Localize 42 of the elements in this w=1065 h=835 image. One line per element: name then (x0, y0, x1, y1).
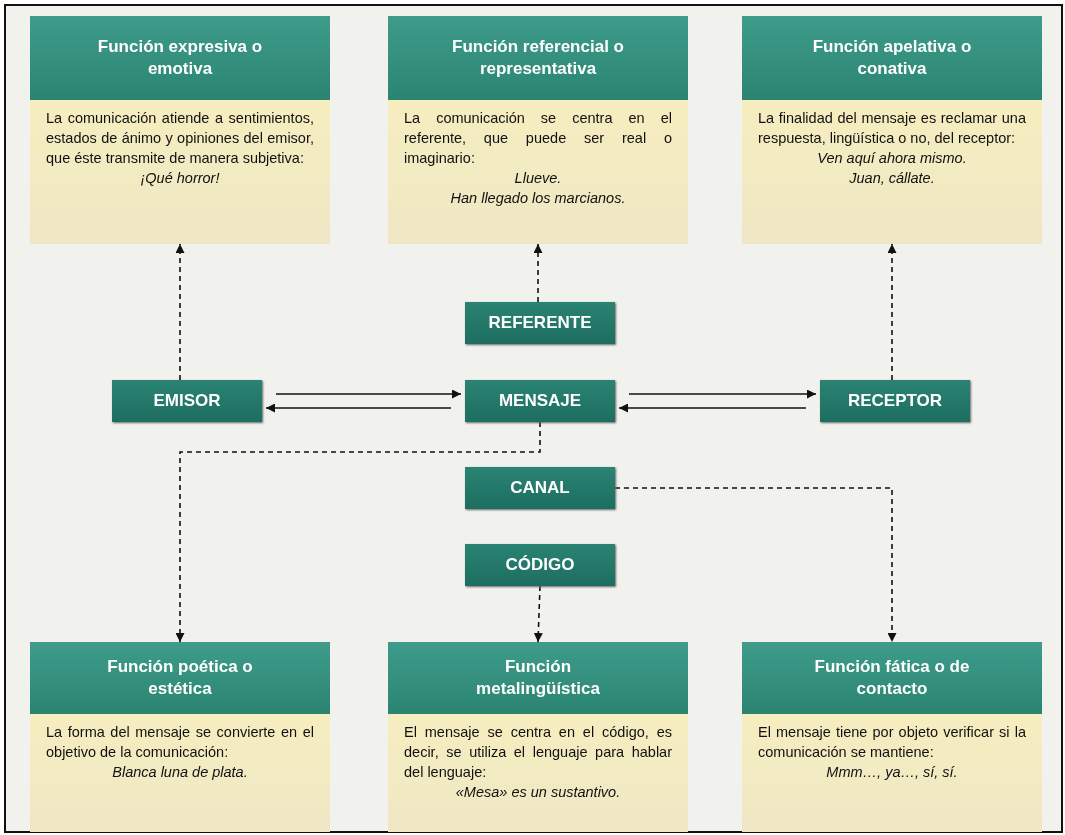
card-heading: Función expresiva o emotiva (30, 16, 330, 100)
card-heading: Función poética o estética (30, 642, 330, 714)
description-text: El mensaje tiene por objeto verificar si la comunicación se mantiene: (758, 723, 1026, 762)
arrow (275, 389, 462, 399)
example-text: «Mesa» es un sustantivo. (454, 783, 622, 802)
description-text: El mensaje se centra en el código, es decir, se utiliza el lenguaje para hablar del lenguaje: (404, 723, 672, 782)
function-card (388, 16, 688, 244)
arrow (614, 487, 897, 643)
card-heading: Función apelativa o conativa (742, 16, 1042, 100)
element-label: EMISOR (112, 380, 262, 422)
arrow (628, 389, 817, 399)
function-card (30, 642, 330, 832)
card-heading: Función referencial o representativa (388, 16, 688, 100)
arrow (887, 243, 897, 381)
element-label: RECEPTOR (820, 380, 970, 422)
element-label: CANAL (465, 467, 615, 509)
description-text: La comunicación se centra en el referente, que puede ser real o imaginario: (404, 109, 672, 168)
function-card (742, 642, 1042, 832)
function-card (30, 16, 330, 244)
arrow (618, 403, 807, 413)
element-label: MENSAJE (465, 380, 615, 422)
card-heading: Función fática o de contacto (742, 642, 1042, 714)
arrow (175, 243, 185, 381)
example-text: Juan, cállate. (848, 169, 936, 188)
function-card (742, 16, 1042, 244)
example-text: Llueve. (513, 169, 563, 188)
description-text: La comunicación atiende a sentimientos, estados de ánimo y opiniones del emisor, que éste transmite de manera subjetiva: (46, 109, 314, 168)
example-text: Blanca luna de plata. (111, 763, 249, 782)
arrow (175, 421, 541, 643)
element-label: CÓDIGO (465, 544, 615, 586)
arrow (533, 243, 543, 303)
card-heading: Función metalingüística (388, 642, 688, 714)
example-text: Mmm…, ya…, sí, sí. (825, 763, 959, 782)
example-text: Ven aquí ahora mismo. (816, 149, 968, 168)
arrow (265, 403, 452, 413)
arrow (533, 585, 543, 643)
element-label: REFERENTE (465, 302, 615, 344)
description-text: La forma del mensaje se convierte en el objetivo de la comunicación: (46, 723, 314, 762)
function-card (388, 642, 688, 832)
example-text: ¡Qué horror! (139, 169, 221, 188)
example-text: Han llegado los marcianos. (449, 189, 627, 208)
description-text: La finalidad del mensaje es reclamar una respuesta, lingüística o no, del receptor: (758, 109, 1026, 148)
